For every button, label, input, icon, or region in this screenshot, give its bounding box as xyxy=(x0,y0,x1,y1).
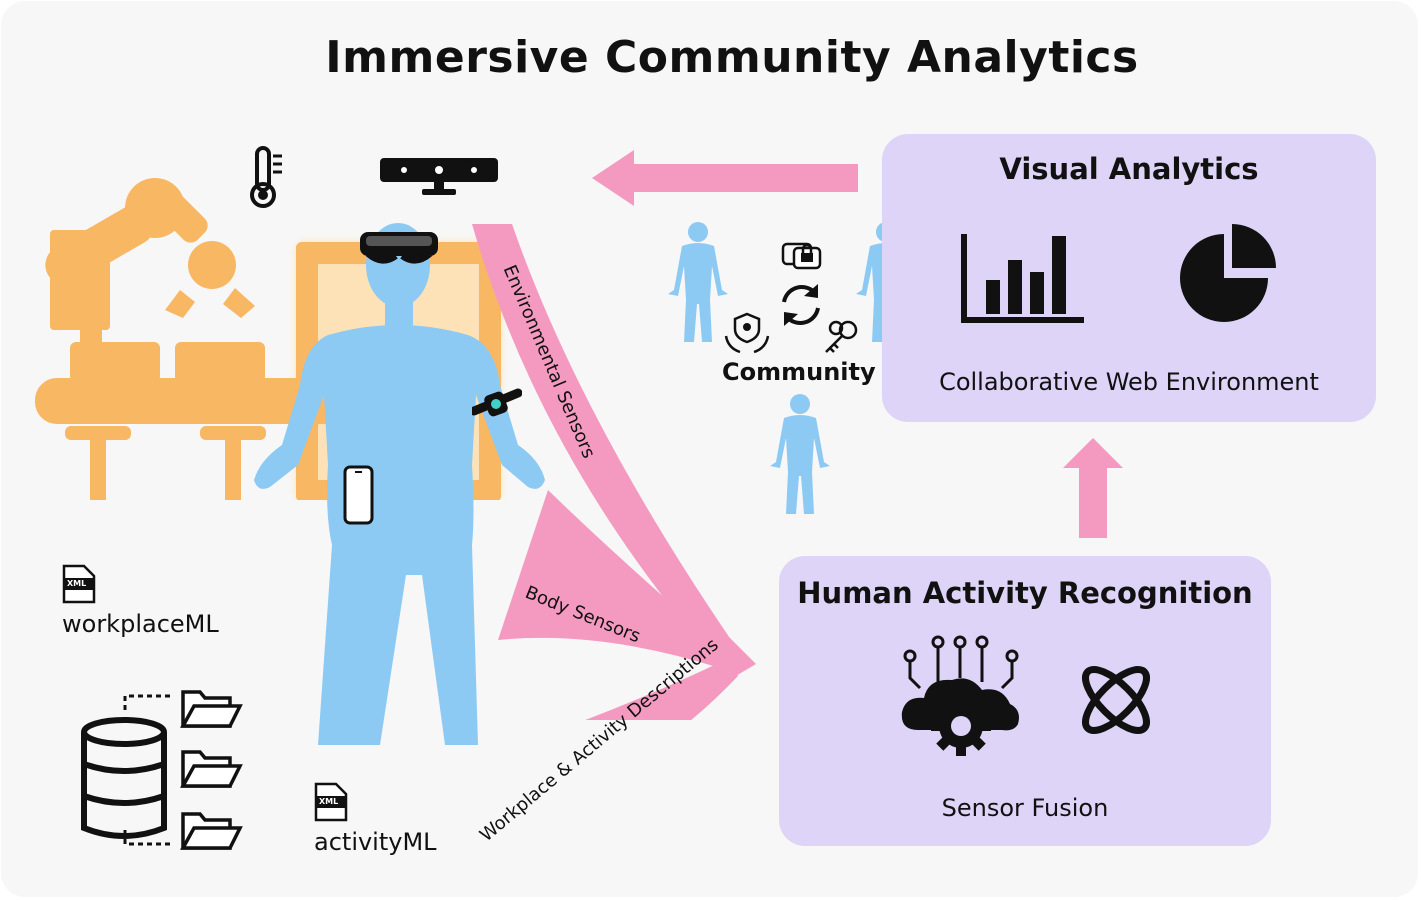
activityml-label: activityML xyxy=(314,828,437,856)
xml-file-icon-activity xyxy=(314,782,348,822)
sync-icon xyxy=(782,284,820,326)
folder-icon-2 xyxy=(180,750,243,788)
up-arrow xyxy=(1063,438,1123,538)
depth-camera-icon xyxy=(380,158,498,195)
flow-arrowhead xyxy=(712,630,756,690)
body-sensors-flow xyxy=(498,490,730,668)
top-left-arrow xyxy=(592,150,858,206)
visual-analytics-title: Visual Analytics xyxy=(999,152,1259,186)
shield-hands-icon xyxy=(724,312,770,354)
database-icon xyxy=(81,717,167,839)
xml-badge-workplace: XML xyxy=(67,579,87,588)
database-connectors xyxy=(123,694,174,846)
community-member-left xyxy=(668,222,728,342)
workplaceml-label: workplaceML xyxy=(62,610,219,638)
xml-badge-activity: XML xyxy=(319,797,339,806)
conveyor-belt xyxy=(35,342,375,500)
visual-analytics-subtitle: Collaborative Web Environment xyxy=(939,368,1319,396)
sensor-flow-arrows xyxy=(472,224,756,720)
page-title: Immersive Community Analytics xyxy=(325,32,1139,83)
vr-headset-icon xyxy=(360,232,438,264)
xml-file-icon-workplace xyxy=(62,564,96,604)
smartwatch-icon xyxy=(472,388,522,417)
folder-icon-1 xyxy=(180,690,243,728)
har-subtitle: Sensor Fusion xyxy=(941,794,1109,822)
keys-icon xyxy=(825,320,858,353)
robot-arm-icon xyxy=(45,178,255,410)
visual-analytics-panel: Visual Analytics Collaborative Web Envir… xyxy=(882,134,1376,422)
community-member-bottom xyxy=(770,394,830,514)
har-panel: Human Activity Recognition Sensor Fusion xyxy=(779,556,1271,846)
smartphone-icon xyxy=(343,465,374,525)
folder-icon-3 xyxy=(180,812,243,850)
pie-chart-icon xyxy=(1180,224,1276,322)
lock-chat-icon xyxy=(781,242,822,270)
atom-icon xyxy=(1082,666,1150,734)
environmental-sensors-flow xyxy=(472,224,738,664)
cloud-gear-icon xyxy=(901,635,1019,756)
thermometer-icon xyxy=(250,146,282,208)
community-label: Community xyxy=(722,358,876,386)
workplace-descriptions-flow xyxy=(585,660,738,720)
bar-chart-icon xyxy=(961,234,1084,323)
har-title: Human Activity Recognition xyxy=(797,576,1253,610)
